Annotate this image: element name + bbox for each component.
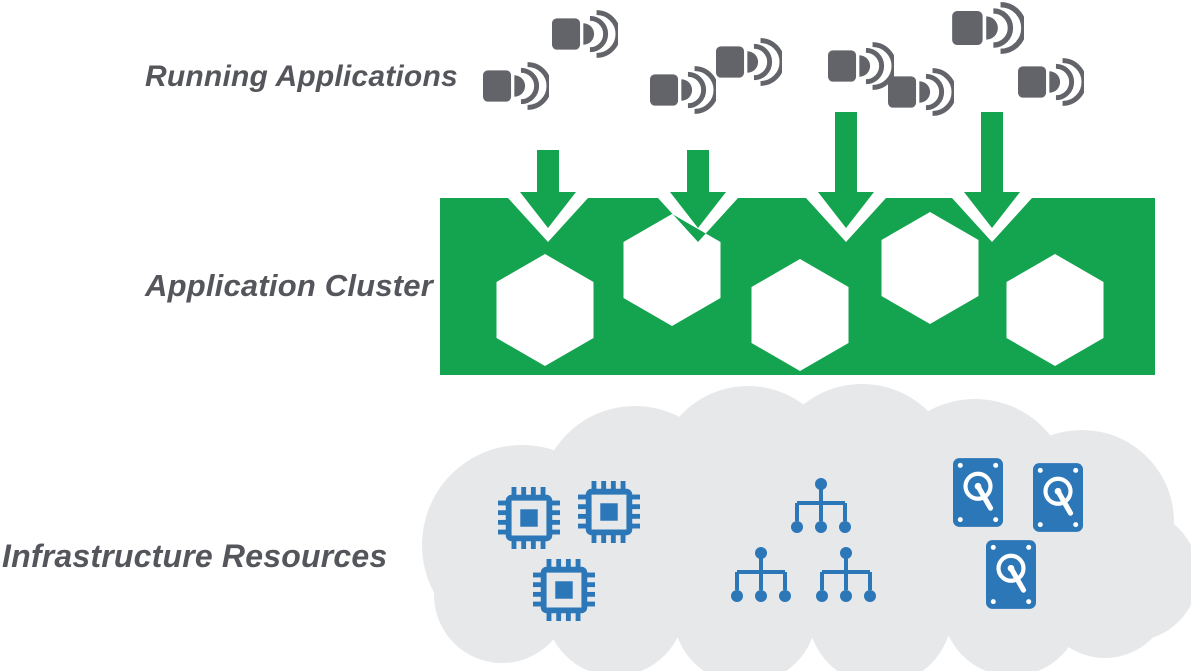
deploy-arrow	[520, 150, 576, 228]
deploy-arrow	[818, 112, 874, 228]
hard-drive-icon	[1033, 463, 1083, 532]
application-cluster-bar	[440, 198, 1155, 375]
app-instance-icon	[552, 13, 618, 56]
hard-drive-icon	[953, 458, 1003, 527]
app-instance-icon	[1018, 61, 1084, 104]
running-applications-label: Running Applications	[145, 60, 458, 93]
deploy-arrow	[670, 150, 726, 228]
app-instance-icon	[828, 45, 894, 88]
app-instance-icon	[650, 69, 716, 112]
app-instance-icon	[483, 65, 549, 108]
infrastructure-resources-label: Infrastructure Resources	[2, 538, 388, 574]
deploy-arrows	[520, 112, 1020, 228]
app-instance-icon	[888, 71, 954, 114]
deploy-arrow	[964, 112, 1020, 228]
app-instance-icon	[952, 5, 1024, 52]
application-cluster-label: Application Cluster	[145, 268, 433, 303]
app-instance-icon	[716, 41, 782, 84]
hard-drive-icon	[986, 540, 1036, 609]
running-application-icons	[483, 5, 1084, 114]
